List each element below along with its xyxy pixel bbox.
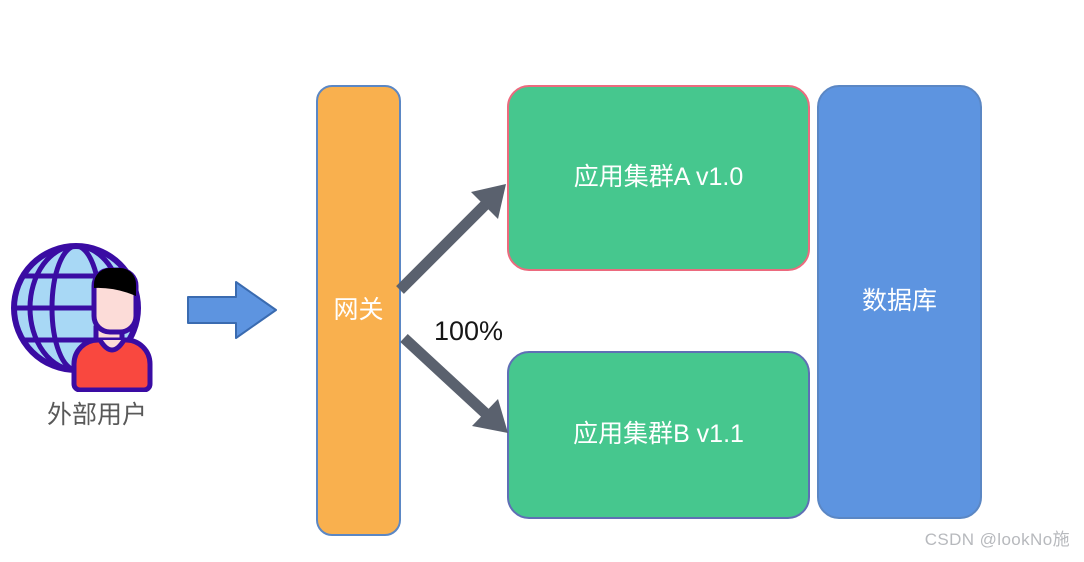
cluster-b-node-label: 应用集群B v1.1 <box>573 420 744 449</box>
globe-user-icon <box>11 243 153 392</box>
watermark-text: CSDN @lookNo施 <box>924 530 1070 549</box>
gateway-to-cluster-b-arrow <box>400 333 508 433</box>
external-user-label: 外部用户 <box>46 401 147 429</box>
gateway-to-cluster-a-arrow <box>396 184 506 294</box>
cluster-a-node[interactable]: 应用集群A v1.0 <box>507 85 810 271</box>
user-to-gateway-arrow <box>187 281 277 339</box>
database-node-label: 数据库 <box>861 287 937 316</box>
cluster-a-node-label: 应用集群A v1.0 <box>573 163 744 192</box>
gateway-node[interactable]: 网关 <box>316 85 401 536</box>
database-node[interactable]: 数据库 <box>817 85 982 519</box>
cluster-b-node[interactable]: 应用集群B v1.1 <box>507 351 810 519</box>
traffic-split-label: 100% <box>434 316 504 346</box>
external-user-actor: 外部用户 <box>8 232 188 442</box>
gateway-node-label: 网关 <box>333 295 384 324</box>
